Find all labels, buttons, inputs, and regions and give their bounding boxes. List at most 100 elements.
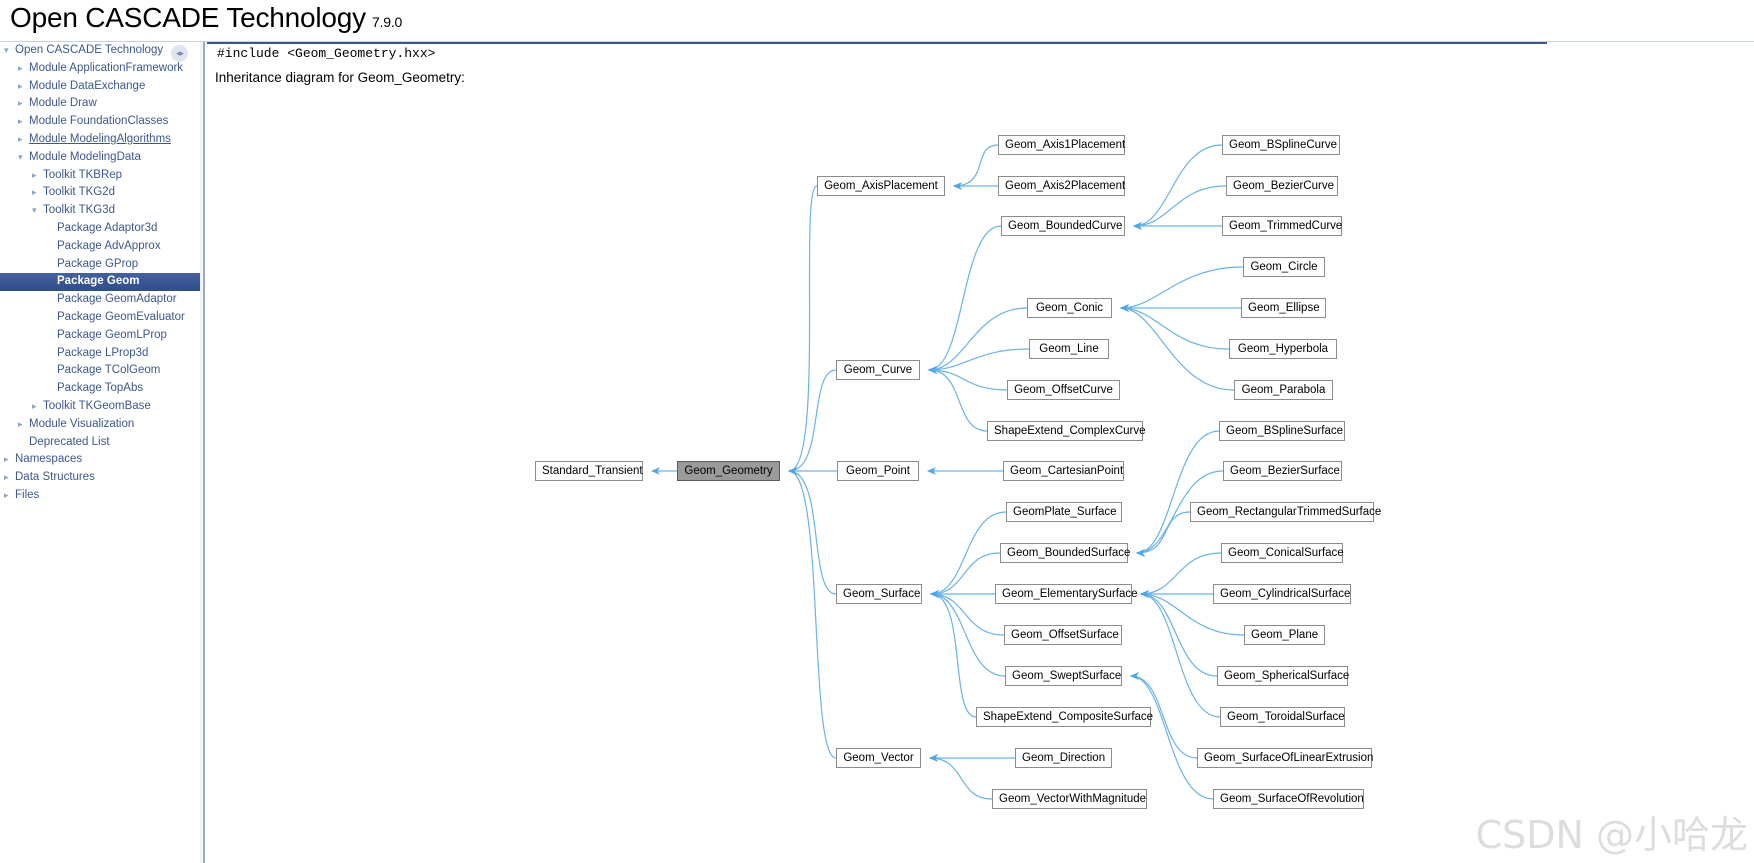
- sync-icon[interactable]: ◂▸: [171, 45, 188, 62]
- diagram-node-geom-sphericalsurface[interactable]: Geom_SphericalSurface: [1217, 666, 1350, 686]
- sidebar-item-toolkit-tkgeombase[interactable]: Toolkit TKGeomBase: [0, 398, 203, 416]
- chevron-right-icon[interactable]: [32, 184, 43, 202]
- diagram-node-geom-conic[interactable]: Geom_Conic: [1027, 298, 1112, 318]
- sidebar-item-module-modelingdata[interactable]: Module ModelingData: [0, 149, 203, 167]
- diagram-node-geom-offsetsurface[interactable]: Geom_OffsetSurface: [1004, 625, 1122, 645]
- diagram-node-label: Geom_Curve: [843, 364, 913, 376]
- sidebar-item-package-tcolgeom[interactable]: Package TColGeom: [0, 362, 203, 380]
- sidebar-item-open-cascade-technology[interactable]: Open CASCADE Technology: [0, 42, 203, 60]
- sidebar-item-package-geomevaluator[interactable]: Package GeomEvaluator: [0, 309, 203, 327]
- diagram-node-geom-line[interactable]: Geom_Line: [1029, 339, 1109, 359]
- diagram-node-standard-transient[interactable]: Standard_Transient: [535, 461, 643, 481]
- chevron-right-icon[interactable]: [18, 113, 29, 131]
- sidebar-item-module-draw[interactable]: Module Draw: [0, 95, 203, 113]
- sidebar-item-deprecated-list[interactable]: Deprecated List: [0, 434, 203, 452]
- diagram-node-label: Geom_VectorWithMagnitude: [999, 793, 1147, 805]
- sidebar-item-label: Package TopAbs: [57, 382, 144, 395]
- diagram-node-geom-rectangulartrimmedsurface[interactable]: Geom_RectangularTrimmedSurface: [1190, 502, 1381, 522]
- sidebar-item-toolkit-tkg3d[interactable]: Toolkit TKG3d: [0, 202, 203, 220]
- sidebar-item-files[interactable]: Files: [0, 487, 203, 505]
- diagram-node-geom-axis2placement[interactable]: Geom_Axis2Placement: [998, 176, 1125, 196]
- diagram-node-geom-plane[interactable]: Geom_Plane: [1244, 625, 1325, 645]
- diagram-node-label: Geom_Direction: [1022, 752, 1106, 764]
- chevron-right-icon[interactable]: [18, 416, 29, 434]
- sidebar-item-package-gprop[interactable]: Package GProp: [0, 256, 203, 274]
- diagram-node-label: Geom_Axis2Placement: [1005, 180, 1126, 192]
- diagram-edge: [928, 366, 1008, 391]
- diagram-node-geom-circle[interactable]: Geom_Circle: [1243, 257, 1325, 277]
- chevron-right-icon[interactable]: [32, 167, 43, 185]
- navigation-sidebar[interactable]: Open CASCADE TechnologyModule Applicatio…: [0, 42, 205, 863]
- sidebar-scrollbar[interactable]: [200, 42, 203, 863]
- diagram-node-geom-trimmedcurve[interactable]: Geom_TrimmedCurve: [1222, 216, 1342, 236]
- chevron-right-icon[interactable]: [18, 60, 29, 78]
- diagram-node-shapeextend-compositesurface[interactable]: ShapeExtend_CompositeSurface: [976, 707, 1153, 727]
- sidebar-item-module-modelingalgorithms[interactable]: Module ModelingAlgorithms: [0, 131, 203, 149]
- chevron-right-icon[interactable]: [32, 398, 43, 416]
- sidebar-item-package-topabs[interactable]: Package TopAbs: [0, 380, 203, 398]
- chevron-down-icon[interactable]: [32, 202, 43, 220]
- diagram-node-geom-cartesianpoint[interactable]: Geom_CartesianPoint: [1003, 461, 1124, 481]
- diagram-node-geom-boundedsurface[interactable]: Geom_BoundedSurface: [1000, 543, 1130, 563]
- chevron-right-icon[interactable]: [18, 95, 29, 113]
- chevron-right-icon[interactable]: [18, 78, 29, 96]
- diagram-node-label: Geom_Circle: [1250, 261, 1318, 273]
- sidebar-item-namespaces[interactable]: Namespaces: [0, 451, 203, 469]
- diagram-node-geom-conicalsurface[interactable]: Geom_ConicalSurface: [1221, 543, 1344, 563]
- sidebar-item-module-dataexchange[interactable]: Module DataExchange: [0, 78, 203, 96]
- sidebar-item-label: Package GProp: [57, 257, 139, 270]
- diagram-node-geom-cylindricalsurface[interactable]: Geom_CylindricalSurface: [1213, 584, 1351, 604]
- chevron-down-icon[interactable]: [18, 149, 29, 167]
- diagram-node-geom-surface[interactable]: Geom_Surface: [836, 584, 922, 604]
- sidebar-item-package-advapprox[interactable]: Package AdvApprox: [0, 238, 203, 256]
- diagram-node-geom-surfaceoflinearextrusion[interactable]: Geom_SurfaceOfLinearExtrusion: [1197, 748, 1373, 768]
- diagram-node-geom-axis1placement[interactable]: Geom_Axis1Placement: [998, 135, 1125, 155]
- diagram-edge: [1133, 144, 1223, 230]
- sidebar-item-module-foundationclasses[interactable]: Module FoundationClasses: [0, 113, 203, 131]
- diagram-node-label: Geom_SphericalSurface: [1224, 670, 1350, 682]
- diagram-node-geom-toroidalsurface[interactable]: Geom_ToroidalSurface: [1220, 707, 1345, 727]
- diagram-node-geom-beziercurve[interactable]: Geom_BezierCurve: [1226, 176, 1338, 196]
- diagram-node-geom-point[interactable]: Geom_Point: [837, 461, 919, 481]
- diagram-node-label: Geom_ToroidalSurface: [1227, 711, 1345, 723]
- chevron-right-icon[interactable]: [4, 469, 15, 487]
- diagram-node-geom-geometry[interactable]: Geom_Geometry: [677, 461, 780, 481]
- sidebar-item-package-lprop3d[interactable]: Package LProp3d: [0, 345, 203, 363]
- sidebar-item-data-structures[interactable]: Data Structures: [0, 469, 203, 487]
- diagram-node-geom-bsplinesurface[interactable]: Geom_BSplineSurface: [1219, 421, 1345, 441]
- chevron-right-icon[interactable]: [4, 451, 15, 469]
- sidebar-item-label: Package Adaptor3d: [57, 221, 158, 234]
- diagram-node-shapeextend-complexcurve[interactable]: ShapeExtend_ComplexCurve: [987, 421, 1146, 441]
- sidebar-item-module-visualization[interactable]: Module Visualization: [0, 416, 203, 434]
- sidebar-item-toolkit-tkbrep[interactable]: Toolkit TKBRep: [0, 167, 203, 185]
- diagram-node-geom-hyperbola[interactable]: Geom_Hyperbola: [1229, 339, 1337, 359]
- diagram-node-geom-curve[interactable]: Geom_Curve: [836, 360, 920, 380]
- diagram-node-geom-offsetcurve[interactable]: Geom_OffsetCurve: [1007, 380, 1120, 400]
- diagram-node-geom-surfaceofrevolution[interactable]: Geom_SurfaceOfRevolution: [1213, 789, 1364, 809]
- diagram-node-geomplate-surface[interactable]: GeomPlate_Surface: [1006, 502, 1122, 522]
- diagram-node-geom-sweptsurface[interactable]: Geom_SweptSurface: [1005, 666, 1122, 686]
- chevron-down-icon[interactable]: [4, 42, 15, 60]
- diagram-node-geom-elementarysurface[interactable]: Geom_ElementarySurface: [995, 584, 1138, 604]
- diagram-node-label: Geom_CartesianPoint: [1010, 465, 1124, 477]
- diagram-node-geom-ellipse[interactable]: Geom_Ellipse: [1241, 298, 1326, 318]
- sidebar-item-label: Files: [15, 488, 40, 501]
- sidebar-item-label: Module ModelingData: [29, 150, 141, 163]
- chevron-right-icon[interactable]: [18, 131, 29, 149]
- sidebar-item-module-applicationframework[interactable]: Module ApplicationFramework: [0, 60, 203, 78]
- diagram-node-geom-vectorwithmagnitude[interactable]: Geom_VectorWithMagnitude: [992, 789, 1147, 809]
- sidebar-item-package-adaptor3d[interactable]: Package Adaptor3d: [0, 220, 203, 238]
- diagram-node-geom-vector[interactable]: Geom_Vector: [836, 748, 921, 768]
- diagram-node-geom-bsplinecurve[interactable]: Geom_BSplineCurve: [1222, 135, 1340, 155]
- chevron-right-icon[interactable]: [4, 487, 15, 505]
- sidebar-item-package-geomadaptor[interactable]: Package GeomAdaptor: [0, 291, 203, 309]
- sidebar-item-package-geom[interactable]: Package Geom: [0, 273, 203, 292]
- diagram-node-geom-axisplacement[interactable]: Geom_AxisPlacement: [817, 176, 945, 196]
- diagram-node-geom-boundedcurve[interactable]: Geom_BoundedCurve: [1001, 216, 1125, 236]
- sidebar-item-toolkit-tkg2d[interactable]: Toolkit TKG2d: [0, 184, 203, 202]
- diagram-node-geom-direction[interactable]: Geom_Direction: [1015, 748, 1112, 768]
- nav-tree[interactable]: Open CASCADE TechnologyModule Applicatio…: [0, 42, 203, 505]
- sidebar-item-package-geomlprop[interactable]: Package GeomLProp: [0, 327, 203, 345]
- diagram-node-geom-beziersurface[interactable]: Geom_BezierSurface: [1223, 461, 1342, 481]
- diagram-node-geom-parabola[interactable]: Geom_Parabola: [1234, 380, 1333, 400]
